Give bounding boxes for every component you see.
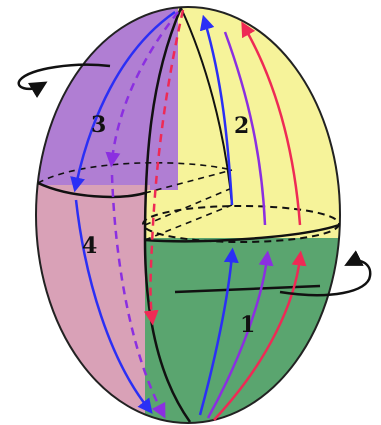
region-label-1: 1 [240,312,255,338]
region-label-2: 2 [234,113,249,139]
region-label-3: 3 [91,112,106,138]
region-label-4: 4 [82,233,97,259]
